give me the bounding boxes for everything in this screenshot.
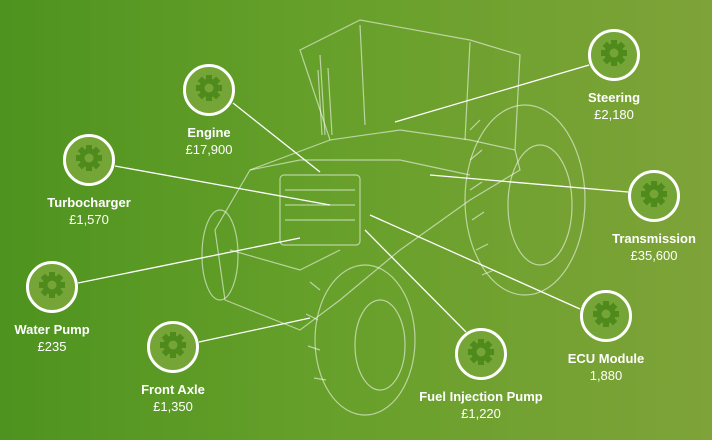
engine-label: Engine £17,900 (186, 124, 233, 159)
turbocharger-marker[interactable] (63, 134, 115, 186)
component-name: ECU Module (567, 351, 645, 366)
gear-icon (639, 179, 669, 214)
fuel-injection-pump-marker[interactable] (455, 328, 507, 380)
gear-icon (599, 38, 629, 73)
component-price: £1,570 (69, 212, 109, 227)
steering-marker[interactable] (588, 29, 640, 81)
component-price: £2,180 (594, 107, 634, 122)
component-name: Engine (187, 125, 231, 140)
component-price: £1,350 (153, 399, 193, 414)
gear-icon (74, 143, 104, 178)
ecu-module-label: ECU Module 1,880 (568, 350, 645, 385)
gear-icon (158, 330, 188, 365)
transmission-marker[interactable] (628, 170, 680, 222)
component-name: Front Axle (141, 382, 205, 397)
water-pump-label: Water Pump £235 (14, 321, 89, 356)
front-axle-marker[interactable] (147, 321, 199, 373)
component-name: Water Pump (14, 322, 90, 337)
component-name: Transmission (612, 231, 696, 246)
component-price: £1,220 (461, 406, 501, 421)
water-pump-marker[interactable] (26, 261, 78, 313)
component-name: Steering (587, 90, 641, 105)
component-price: £35,600 (630, 248, 678, 263)
fuel-injection-pump-label: Fuel Injection Pump £1,220 (419, 388, 543, 423)
gear-icon (591, 299, 621, 334)
gear-icon (37, 270, 67, 305)
component-price: £17,900 (185, 142, 233, 157)
component-price: £235 (37, 339, 67, 354)
engine-marker[interactable] (183, 64, 235, 116)
component-name: Turbocharger (47, 195, 131, 210)
ecu-module-marker[interactable] (580, 290, 632, 342)
component-name: Fuel Injection Pump (419, 389, 543, 404)
front-axle-label: Front Axle £1,350 (141, 381, 205, 416)
gear-icon (466, 337, 496, 372)
transmission-label: Transmission £35,600 (612, 230, 696, 265)
turbocharger-label: Turbocharger £1,570 (47, 194, 131, 229)
component-price: 1,880 (589, 368, 623, 383)
gear-icon (194, 73, 224, 108)
steering-label: Steering £2,180 (588, 89, 640, 124)
